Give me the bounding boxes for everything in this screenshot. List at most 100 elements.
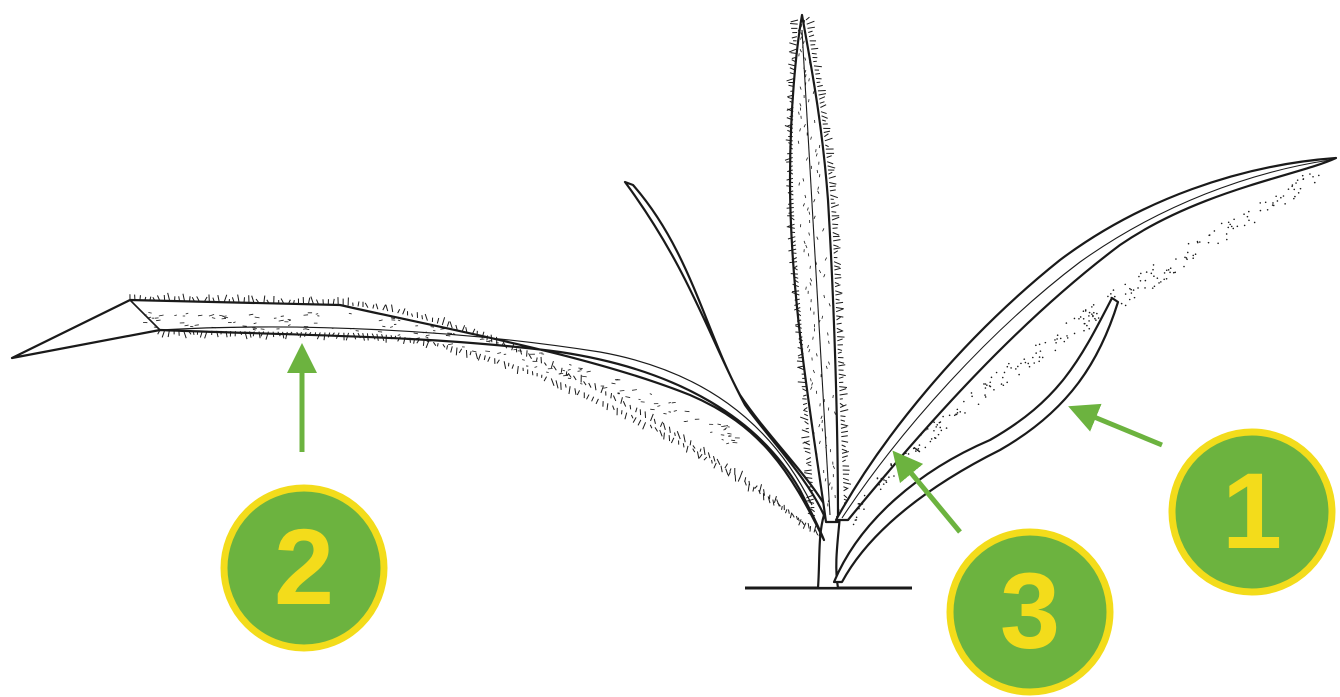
leaf-hair: [620, 390, 625, 391]
leaf-hair: [568, 369, 571, 370]
stipple-dot: [1160, 281, 1162, 283]
leaf-hair: [837, 323, 842, 324]
stipple-dot: [885, 480, 887, 482]
leaf-hair: [790, 199, 794, 200]
stipple-dot: [957, 409, 959, 411]
leaf-hair: [837, 328, 843, 331]
leaf-hair: [836, 309, 843, 312]
stipple-dot: [1208, 234, 1210, 236]
leaf-hair: [425, 314, 427, 321]
stipple-dot: [1060, 338, 1062, 340]
leaf-hair: [833, 233, 839, 236]
leaf-hair: [638, 420, 641, 425]
stipple-dot: [1088, 315, 1090, 317]
leaf-hair: [442, 317, 444, 325]
stipple-dot: [930, 441, 932, 443]
leaf-hair: [829, 183, 836, 185]
stipple-dot: [1226, 233, 1228, 235]
stipple-dot: [1067, 337, 1069, 339]
stipple-dot: [1001, 383, 1003, 385]
leaf-hair: [808, 465, 812, 466]
leaf-hair: [802, 521, 805, 525]
leaf-hair: [244, 297, 245, 302]
stipple-dot: [978, 403, 980, 405]
stipple-dot: [1110, 293, 1112, 295]
leaf-hair: [803, 395, 806, 396]
stipple-dot: [955, 414, 957, 416]
stipple-dot: [936, 424, 938, 426]
leaf-hair: [725, 464, 728, 469]
leaf-hair: [443, 344, 445, 347]
leaf-hair: [727, 433, 731, 434]
leaf-hair: [478, 354, 480, 361]
stipple-dot: [1074, 333, 1076, 335]
stipple-dot: [1007, 366, 1009, 368]
leaf-hair: [804, 473, 812, 475]
leaf-hair: [643, 422, 646, 429]
stipple-dot: [1125, 293, 1127, 295]
leaf-hair: [804, 470, 811, 471]
leaf-hair: [789, 43, 796, 45]
stipple-dot: [931, 438, 933, 440]
stipple-dot: [939, 422, 941, 424]
leaf-hair: [669, 412, 671, 413]
leaf-hair: [807, 21, 815, 24]
leaf-hair: [726, 469, 728, 475]
leaf-hair: [611, 393, 612, 398]
stipple-dot: [1168, 269, 1170, 271]
leaf-hair: [657, 406, 660, 407]
leaf-hair: [612, 383, 616, 384]
stipple-dot: [1137, 287, 1139, 289]
stipple-dot: [1003, 384, 1005, 386]
leaf-hair: [685, 411, 690, 412]
stipple-dot: [1140, 273, 1142, 275]
leaf-hair: [699, 454, 702, 458]
stipple-dot: [941, 430, 943, 432]
leaf-hair: [546, 372, 549, 373]
leaf-hair: [447, 345, 448, 349]
leaf-hair: [544, 363, 546, 366]
leaf-hair: [472, 351, 476, 352]
leaf-hair: [693, 449, 695, 452]
stipple-dot: [1074, 318, 1076, 320]
stipple-dot: [1272, 204, 1274, 206]
stipple-dot: [1293, 189, 1295, 191]
leaf-hair: [456, 348, 457, 356]
stipple-dot: [1192, 257, 1194, 259]
leaf-hair: [625, 413, 627, 420]
leaf-hair: [238, 295, 239, 303]
leaf-hair: [796, 516, 797, 520]
leaf-hair: [828, 172, 832, 174]
stipple-dot: [1056, 338, 1058, 340]
leaf-hair: [842, 460, 845, 462]
leaf-hair: [844, 495, 847, 498]
stipple-dot: [1080, 316, 1082, 318]
stipple-dot: [1294, 196, 1296, 198]
leaf-hair: [828, 166, 836, 168]
leaf-hair: [573, 376, 576, 380]
leaf-central-hairy: [785, 15, 852, 522]
leaf-hair: [814, 66, 822, 67]
leaf-hair: [728, 472, 730, 477]
leaf-hair: [811, 48, 818, 49]
leaf-hair: [663, 413, 666, 414]
stipple-dot: [1066, 322, 1068, 324]
stipple-dot: [1020, 363, 1022, 365]
leaf-hair: [423, 340, 424, 346]
leaf-hair: [671, 438, 673, 443]
leaf-hair: [386, 305, 388, 311]
stipple-dot: [1039, 356, 1041, 358]
leaf-hair: [806, 458, 810, 460]
leaf-hair: [674, 410, 677, 411]
stipple-dot: [1164, 272, 1166, 274]
stipple-dot: [1248, 220, 1250, 222]
leaf-hair: [792, 37, 797, 38]
leaf-hair: [819, 97, 825, 99]
leaf-hair: [589, 383, 591, 388]
stipple-dot: [1288, 188, 1290, 190]
stipple-dot: [1083, 318, 1085, 320]
stipple-dot: [971, 392, 973, 394]
stipple-dot: [1146, 271, 1148, 273]
stipple-dot: [1280, 197, 1282, 199]
stipple-dot: [890, 464, 892, 466]
